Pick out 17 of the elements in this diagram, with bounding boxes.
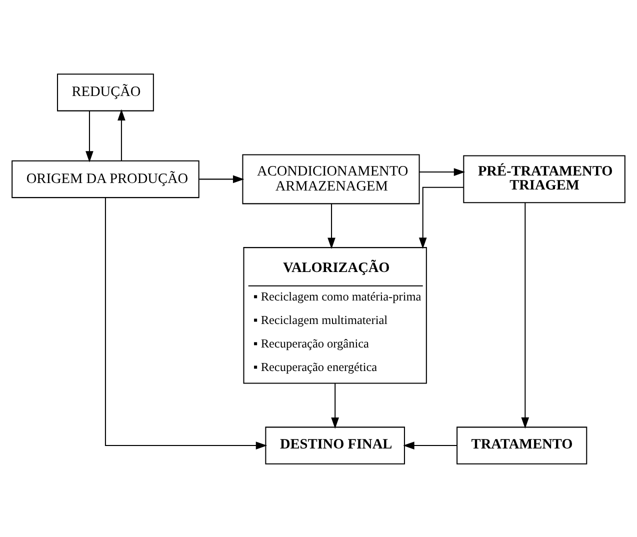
- arrow: [521, 202, 530, 428]
- node-box: ORIGEM DA PRODUÇÃO: [12, 160, 200, 198]
- node-box: VALORIZAÇÃO ▪ Reciclagem como matéria-prima ▪ Reciclagem multimaterial ▪ Recuperação orgânica ▪ Recuperação energética: [243, 246, 427, 384]
- node-box: TRATAMENTO: [456, 426, 588, 464]
- arrow: [118, 108, 126, 160]
- arrow: [418, 186, 464, 248]
- node-box: ACONDICIONAMENTO ARMAZENAGEM: [242, 154, 420, 204]
- arrow: [328, 203, 336, 248]
- arrow: [403, 441, 457, 449]
- node-box: PRÉ-TRATAMENTO TRIAGEM: [463, 154, 626, 203]
- arrow: [331, 383, 340, 428]
- arrow: [199, 174, 244, 183]
- node-box: REDUÇÃO: [57, 73, 154, 111]
- arrow: [104, 197, 268, 449]
- arrow: [419, 168, 466, 176]
- arrow: [86, 110, 94, 162]
- node-box: DESTINO FINAL: [265, 426, 405, 464]
